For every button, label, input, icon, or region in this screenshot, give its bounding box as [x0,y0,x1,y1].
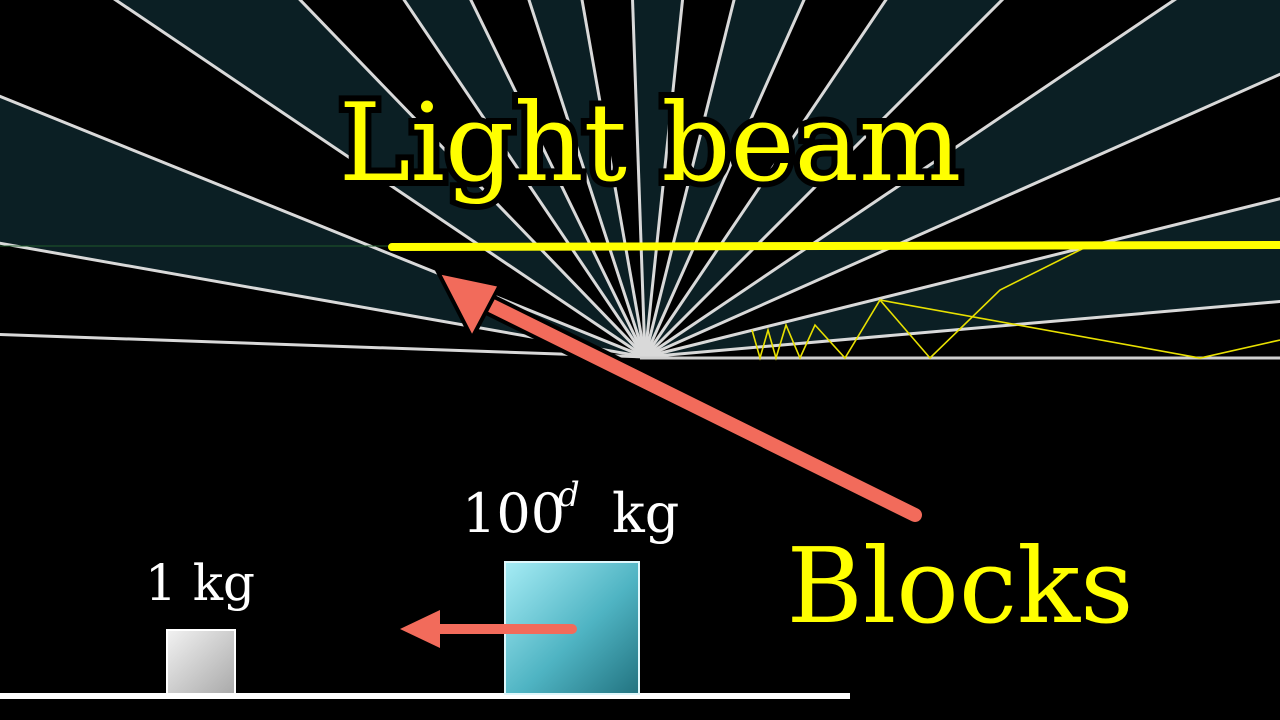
big-mass-exponent: d [558,475,580,515]
big-mass-unit: kg [612,482,679,545]
light-beam-line [388,241,1280,251]
light-ray [643,0,1005,359]
light-ray [527,0,647,358]
light-ray [643,0,736,358]
light-ray [113,0,646,359]
light-ray [0,241,646,359]
light-ray [402,0,647,358]
small-block-label: 1 kg [145,554,255,612]
big-mass-base: 100 [462,482,565,545]
light-ray [643,0,806,358]
light-rays [0,0,1280,359]
light-beam-label: Light beam [339,81,962,206]
light-ray [298,0,647,359]
bouncing-beam-path [751,244,1280,361]
blocks-label: Blocks [787,525,1134,647]
light-ray [580,0,647,358]
ray-wedge [645,0,1280,357]
ray-wedge [632,0,683,357]
light-ray [469,0,647,358]
light-ray [644,0,1177,359]
big-block-label: 100 d kg [462,475,679,545]
light-ray [644,197,1280,359]
light-ray [643,0,685,358]
small-block [166,629,236,695]
light-ray [0,332,646,359]
light-ray [644,299,1280,359]
light-ray [0,94,646,359]
light-ray [643,0,888,358]
blocks-to-beam-arrow [434,269,926,526]
light-ray [631,0,647,358]
velocity-arrow [400,610,577,648]
bouncing-beam-path-2 [879,299,1280,359]
